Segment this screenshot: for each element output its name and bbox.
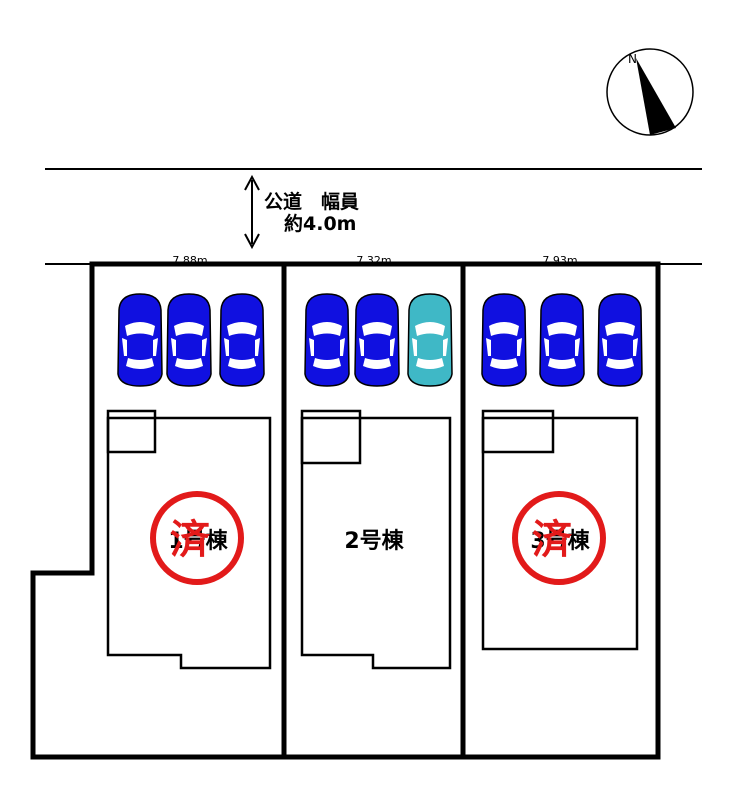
parking-car [304,293,350,387]
building-1-label: 1号棟 [168,528,228,554]
road-width-label: 公道 幅員 約4.0m [264,191,359,235]
parking-car [539,293,585,387]
building-1-porch [106,409,157,454]
lot3-frontage: 7.93m [542,254,577,267]
parking-car [597,293,643,387]
lot2-frontage: 7.32m [356,254,391,267]
parking-cars [117,293,643,387]
building-1-outline [106,416,272,670]
road-width: 約4.0m [284,213,357,235]
sold-stamp-1: 済 [150,491,244,585]
lot-outlines [30,261,661,760]
building-2-label: 2号棟 [344,528,404,554]
parking-car [166,293,212,387]
compass-n-label: N [628,52,637,66]
parking-car [117,293,163,387]
road-width-arrow [244,174,260,250]
building-2-outline [300,416,452,670]
north-arrow-icon: N [606,48,694,136]
parking-car [219,293,265,387]
building-3-outline [481,416,639,651]
parking-car [481,293,527,387]
lot1-frontage: 7.88m [172,254,207,267]
building-2-porch [300,409,362,465]
parking-car [407,293,453,387]
parking-car [354,293,400,387]
building-3-label: 3号棟 [530,528,590,554]
sold-mark-1: 済 [170,517,211,563]
building-3-porch [481,409,555,454]
sold-stamp-3: 済 [512,491,606,585]
sold-mark-3: 済 [532,517,573,563]
road-type: 公道 幅員 [264,191,360,213]
